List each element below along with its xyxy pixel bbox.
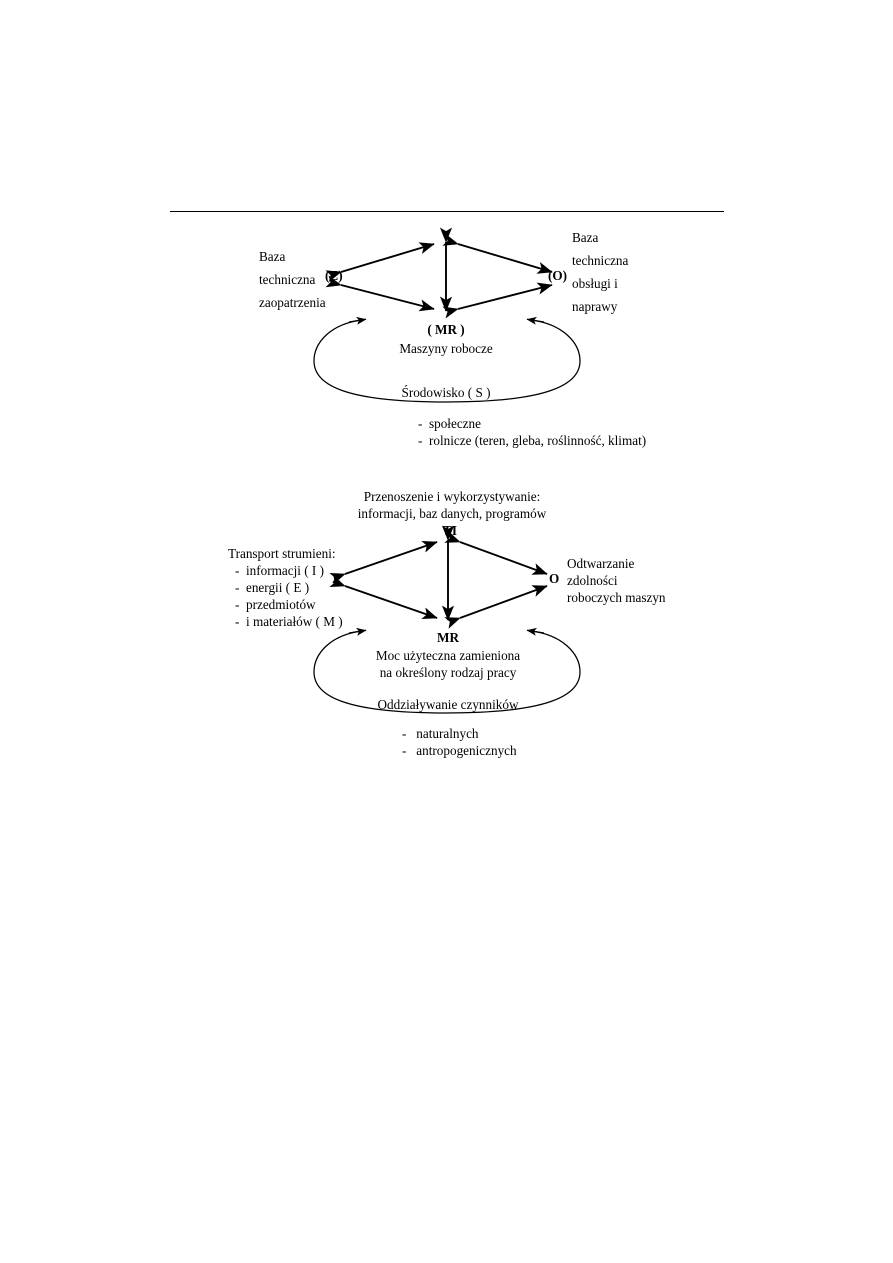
figure2-bullet-2: - antropogenicznych [402, 743, 517, 758]
figure1-right-label-line-3: obsługi i [572, 276, 618, 291]
ellipse-arrow-right [526, 316, 545, 325]
figure2-top-caption-line-2: informacji, baz danych, programów [357, 506, 547, 521]
figure2-left-label-item-1: - informacji ( I ) [235, 563, 324, 578]
figure1-left-label-line-1: Baza [259, 249, 286, 264]
figure1-node-mr: ( MR ) [427, 322, 465, 337]
figure1-left-label-line-3: zaopatrzenia [259, 295, 326, 310]
environment-ellipse-path [313, 319, 581, 403]
figure1-bullet-1: - społeczne [418, 416, 481, 431]
figure2-right-label-line-2: zdolności [567, 573, 618, 588]
ellipse2-arrow-right [526, 627, 545, 636]
edge-ti-to-o [444, 531, 548, 575]
figure1-node-z: (Z) [325, 268, 343, 283]
figure1-node-mr-subtitle: Maszyny robocze [399, 341, 493, 356]
figure2-factors-label: Oddziaływanie czynników [377, 697, 519, 712]
figure2-top-caption-line-1: Przenoszenie i wykorzystywanie: [363, 489, 541, 504]
figure2-left-label-heading: Transport strumieni: [228, 546, 336, 561]
figure2-node-mr: MR [437, 630, 459, 645]
figure1-right-label-line-2: techniczna [572, 253, 629, 268]
figure2-node-z: Z [332, 571, 341, 586]
figure2-right-label-line-3: roboczych maszyn [567, 590, 666, 605]
factors-ellipse-path [313, 630, 581, 714]
figure-2-graphics [313, 525, 581, 714]
figure-1-graphics [313, 227, 581, 403]
figure2-node-mr-subtitle-line-1: Moc użyteczna zamieniona [375, 648, 521, 663]
edge-z-to-mr [329, 575, 438, 619]
figure1-left-label-line-2: techniczna [259, 272, 316, 287]
edge-mr-to-o [444, 585, 548, 629]
edge-z-to-top [325, 242, 435, 282]
figure2-right-label-line-1: Odtwarzanie [567, 556, 635, 571]
figure2-node-o: O [549, 571, 560, 586]
figure1-node-o: (O) [548, 268, 568, 283]
figure1-bullet-2: - rolnicze (teren, gleba, roślinność, kl… [418, 433, 647, 448]
figure2-left-label-item-3: - przedmiotów [235, 597, 316, 612]
ellipse2-arrow-left [348, 627, 367, 636]
header-divider-rule [170, 211, 724, 212]
figure-1-system-diagram: Baza techniczna zaopatrzenia (Z) (O) Baz… [0, 225, 893, 455]
figure1-right-label-line-1: Baza [572, 230, 599, 245]
edge-z-to-ti [329, 541, 438, 585]
figure2-left-label-item-4: - i materiałów ( M ) [235, 614, 343, 629]
edge-mr-to-o [442, 282, 553, 319]
figure-2-flow-diagram: Przenoszenie i wykorzystywanie: informac… [0, 485, 893, 770]
figure2-left-label-item-2: - energii ( E ) [235, 580, 310, 595]
ellipse-arrow-left [348, 316, 367, 325]
figure2-node-mr-subtitle-line-2: na określony rodzaj pracy [379, 665, 517, 680]
edge-z-to-mr [325, 275, 435, 312]
figure1-environment-label: Środowisko ( S ) [401, 385, 491, 400]
figure2-node-ti: TI [443, 523, 457, 538]
figure2-bullet-1: - naturalnych [402, 726, 479, 741]
edge-top-to-o [442, 234, 553, 274]
figure1-right-label-line-4: naprawy [572, 299, 618, 314]
